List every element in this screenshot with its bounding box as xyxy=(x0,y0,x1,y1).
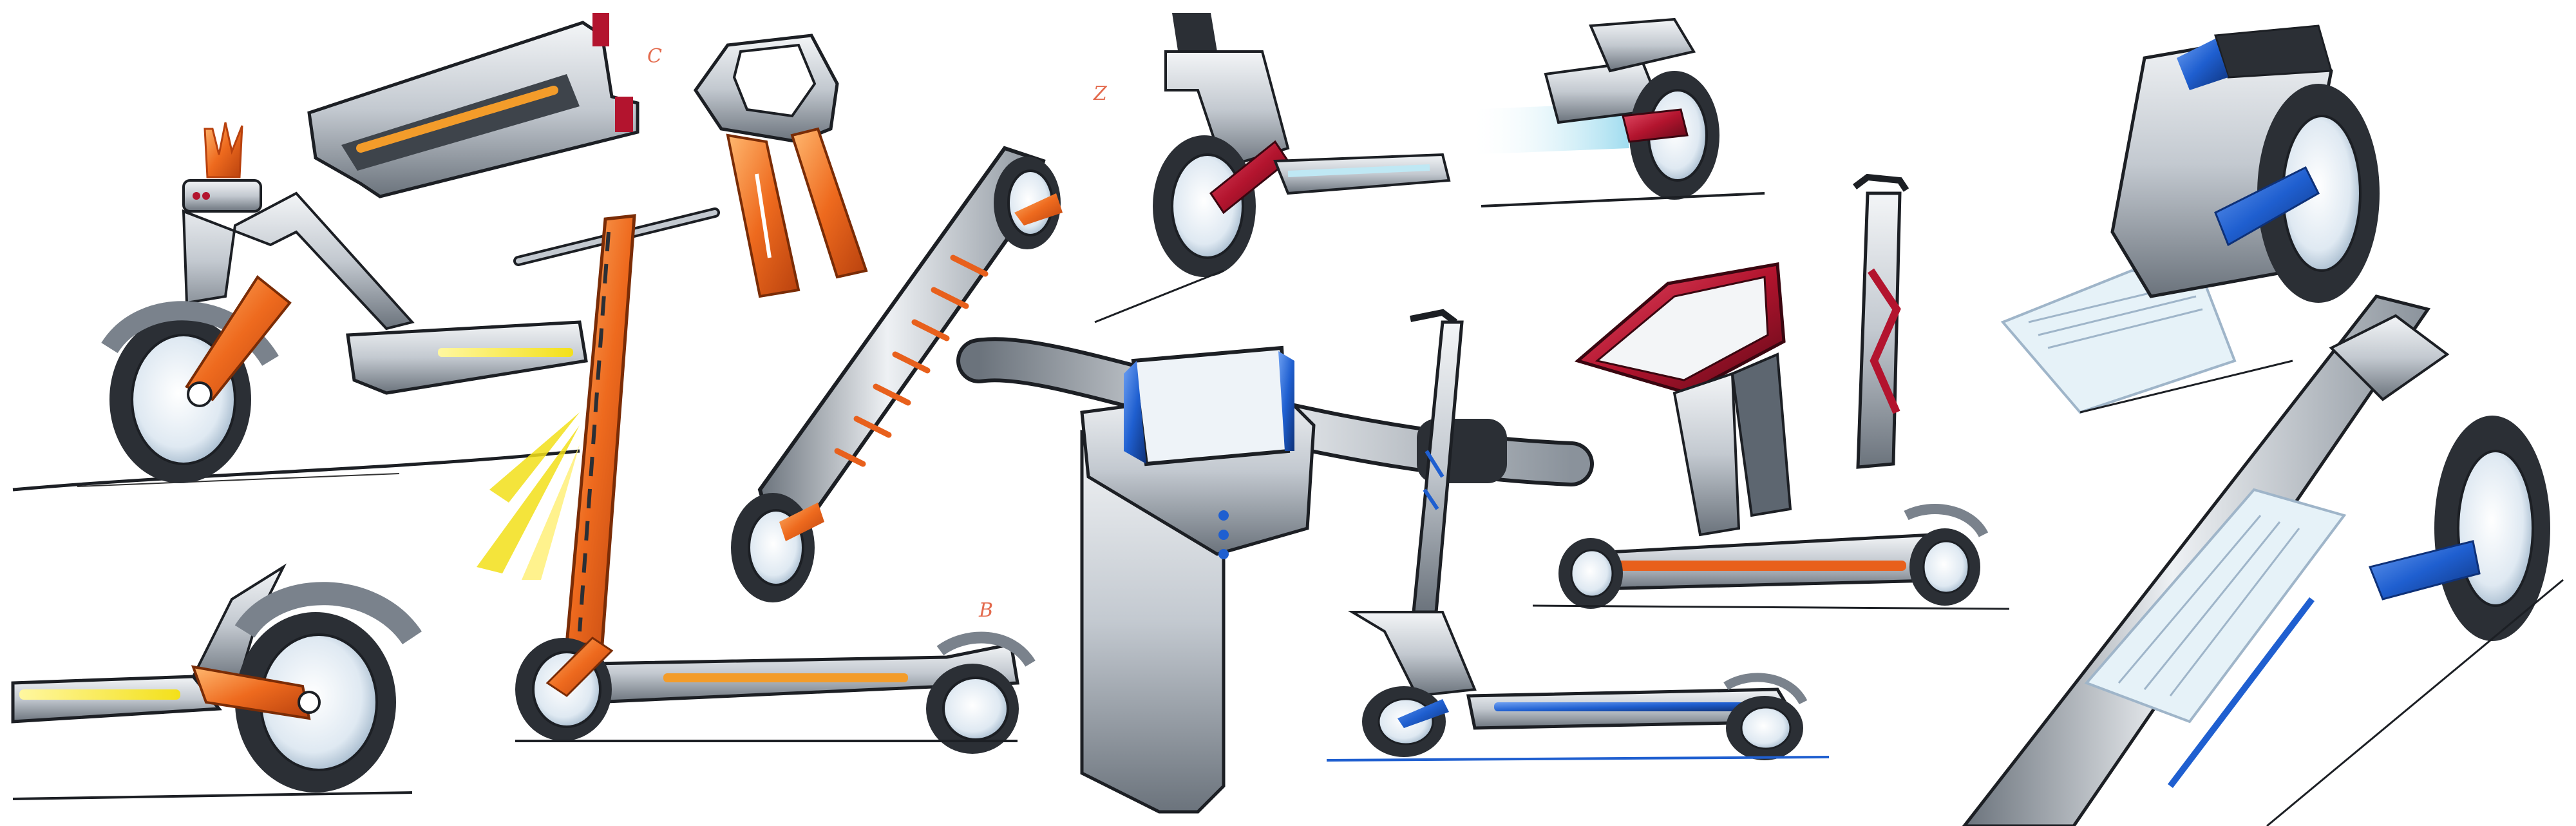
orange-headlight xyxy=(204,122,243,178)
rear-wheel-glow-detail xyxy=(1468,17,1765,207)
rear-fork-detail-red xyxy=(1094,13,1451,323)
sketch-mark-z: Z xyxy=(1094,82,1107,105)
handlebar-clamp xyxy=(693,34,868,298)
orange-folding-scooter xyxy=(477,207,1036,754)
orange-side-scooter xyxy=(12,122,588,492)
orange-rear-wheel-detail xyxy=(11,563,422,800)
blue-wheel-topview xyxy=(2000,24,2380,414)
handlebar-display-closeup xyxy=(956,337,1594,814)
sketch-mark-b: B xyxy=(979,599,994,622)
blue-deck-closeup xyxy=(1962,294,2564,826)
headlight-beam xyxy=(477,412,580,580)
red-saddle-detail xyxy=(1574,262,1792,537)
blue-scooter xyxy=(1326,309,1830,762)
sketch-mark-c: C xyxy=(647,45,662,68)
red-tall-scooter xyxy=(1532,173,2010,610)
tilted-deck-scooter xyxy=(731,146,1063,602)
deck-module-top xyxy=(307,13,639,198)
